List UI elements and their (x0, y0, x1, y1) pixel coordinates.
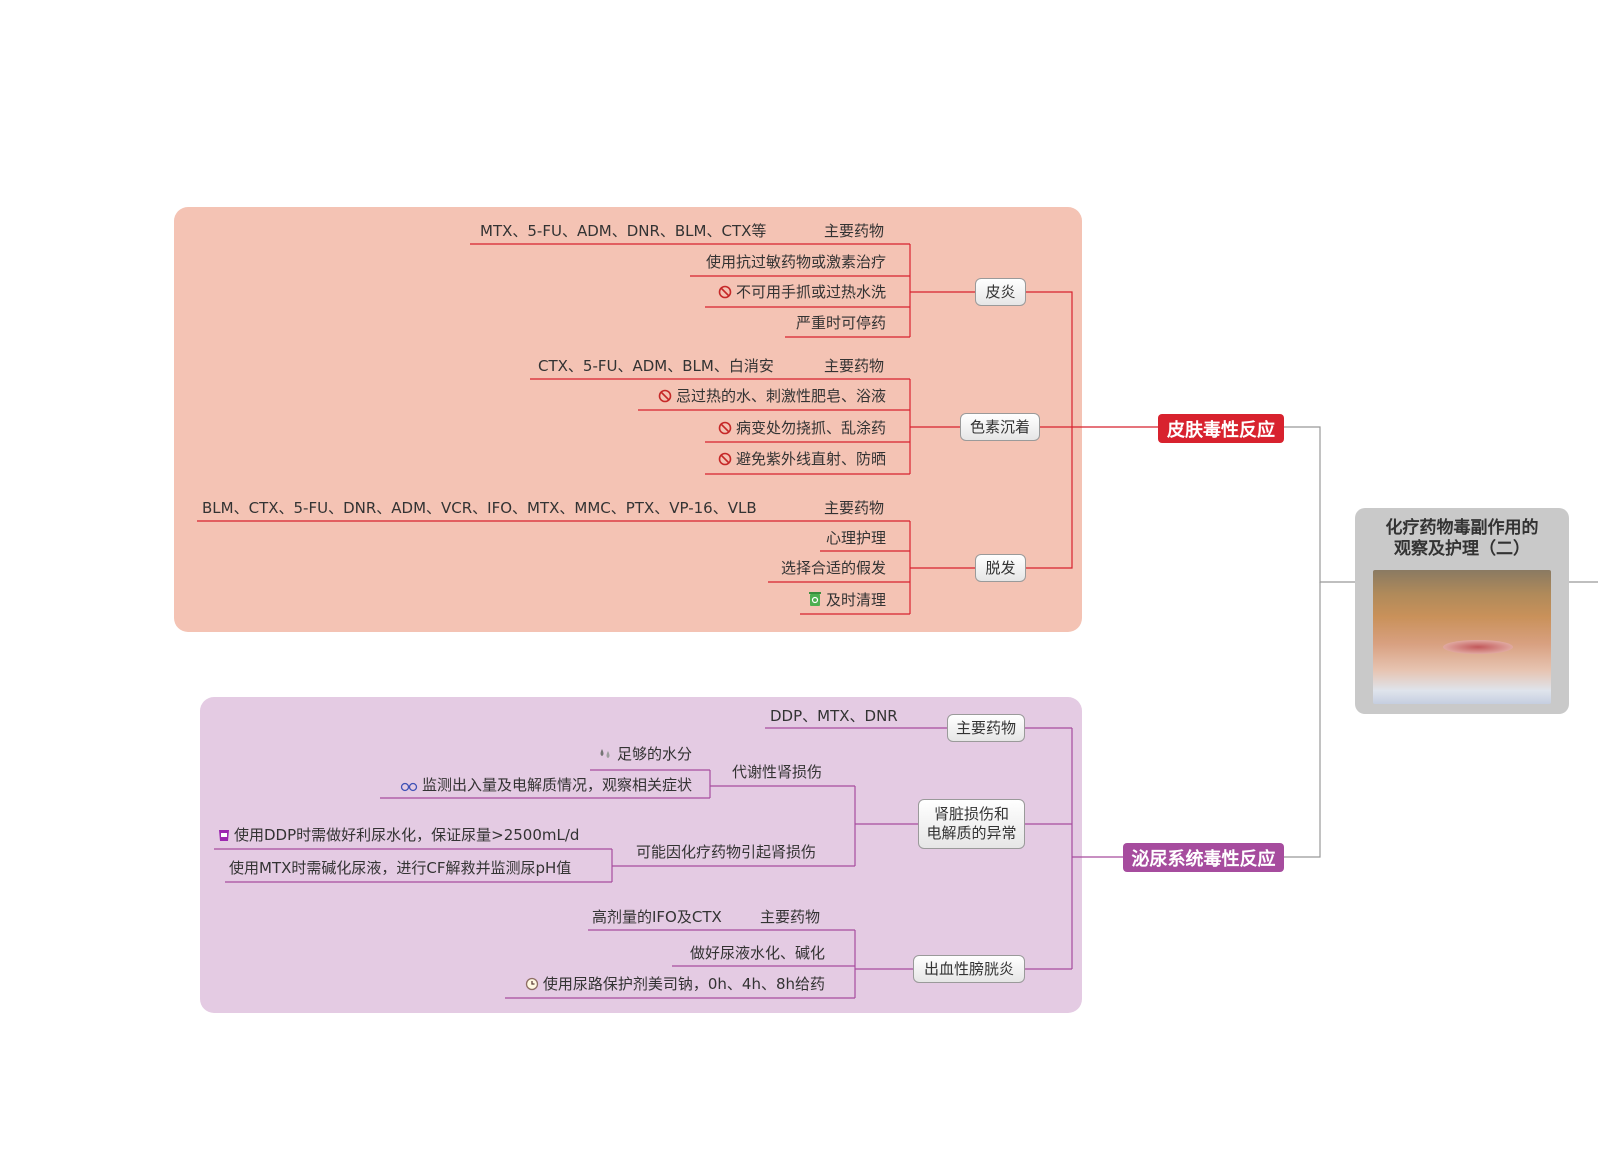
topic-dermatitis[interactable]: 皮炎 (975, 278, 1026, 306)
leaf-no-scratch[interactable]: 不可用手抓或过热水洗 (718, 283, 886, 301)
recycle-bin-icon (808, 592, 821, 606)
topic-kidney-injury[interactable]: 肾脏损伤和 电解质的异常 (918, 799, 1025, 849)
leaf-main-drugs-label[interactable]: 主要药物 (824, 499, 885, 517)
leaf-ddp-hydration[interactable]: 使用DDP时需做好利尿水化，保证尿量>2500mL/d (218, 826, 579, 844)
link-root-uro (1284, 582, 1321, 858)
water-drops-icon (600, 749, 610, 758)
topic-pigmentation[interactable]: 色素沉着 (960, 413, 1040, 441)
root-node[interactable]: 化疗药物毒副作用的 观察及护理（二） (1355, 508, 1569, 714)
no-entry-icon (718, 421, 732, 435)
leaf-urine-hydration[interactable]: 做好尿液水化、碱化 (689, 944, 825, 962)
cup-icon (219, 830, 229, 841)
leaf-mesna[interactable]: 使用尿路保护剂美司钠，0h、4h、8h给药 (525, 975, 825, 993)
clock-icon (525, 977, 538, 991)
subtopic-metabolic-kidney-injury[interactable]: 代谢性肾损伤 (732, 763, 823, 781)
link-root-skin (1284, 426, 1355, 583)
leaf-sun-protection[interactable]: 避免紫外线直射、防晒 (718, 450, 886, 468)
leaf-wig[interactable]: 选择合适的假发 (780, 559, 886, 577)
leaf-main-drugs-label[interactable]: 主要药物 (824, 357, 885, 375)
leaf-dermatitis-drugs[interactable]: MTX、5-FU、ADM、DNR、BLM、CTX等 (480, 222, 767, 240)
leaf-adequate-water[interactable]: 足够的水分 (597, 745, 692, 763)
leaf-main-drugs-label[interactable]: 主要药物 (760, 908, 821, 926)
leaf-mtx-alkalize[interactable]: 使用MTX时需碱化尿液，进行CF解救并监测尿pH值 (229, 859, 572, 877)
topic-alopecia[interactable]: 脱发 (975, 554, 1026, 582)
leaf-no-scratch-lesion[interactable]: 病变处勿挠抓、乱涂药 (718, 419, 886, 437)
glasses-icon (400, 782, 418, 792)
leaf-timely-cleanup[interactable]: 及时清理 (808, 591, 886, 609)
no-entry-icon (658, 389, 672, 403)
leaf-alopecia-drugs[interactable]: BLM、CTX、5-FU、DNR、ADM、VCR、IFO、MTX、MMC、PTX… (202, 499, 757, 517)
leaf-main-drugs-label[interactable]: 主要药物 (824, 222, 885, 240)
branch-urinary-toxicity[interactable]: 泌尿系统毒性反应 (1123, 843, 1284, 872)
topic-main-drugs[interactable]: 主要药物 (947, 714, 1025, 742)
leaf-pigmentation-drugs[interactable]: CTX、5-FU、ADM、BLM、白消安 (538, 357, 774, 375)
root-title: 化疗药物毒副作用的 观察及护理（二） (1385, 518, 1539, 559)
leaf-monitor-intake[interactable]: 监测出入量及电解质情况，观察相关症状 (400, 776, 692, 794)
leaf-cystitis-drugs[interactable]: 高剂量的IFO及CTX (592, 908, 722, 926)
leaf-stop-drug[interactable]: 严重时可停药 (795, 314, 886, 332)
skin-toxicity-panel (174, 207, 1082, 632)
no-entry-icon (718, 452, 732, 466)
skin-lesion-photo (1373, 570, 1551, 704)
no-entry-icon (718, 285, 732, 299)
branch-skin-toxicity[interactable]: 皮肤毒性反应 (1158, 414, 1284, 443)
leaf-uro-drugs[interactable]: DDP、MTX、DNR (770, 707, 898, 725)
leaf-anti-allergy[interactable]: 使用抗过敏药物或激素治疗 (705, 253, 886, 271)
subtopic-drug-kidney-injury[interactable]: 可能因化疗药物引起肾损伤 (636, 843, 817, 861)
leaf-avoid-hot-water[interactable]: 忌过热的水、刺激性肥皂、浴液 (658, 387, 886, 405)
leaf-psych-care[interactable]: 心理护理 (825, 529, 886, 547)
topic-hemorrhagic-cystitis[interactable]: 出血性膀胱炎 (913, 955, 1025, 983)
